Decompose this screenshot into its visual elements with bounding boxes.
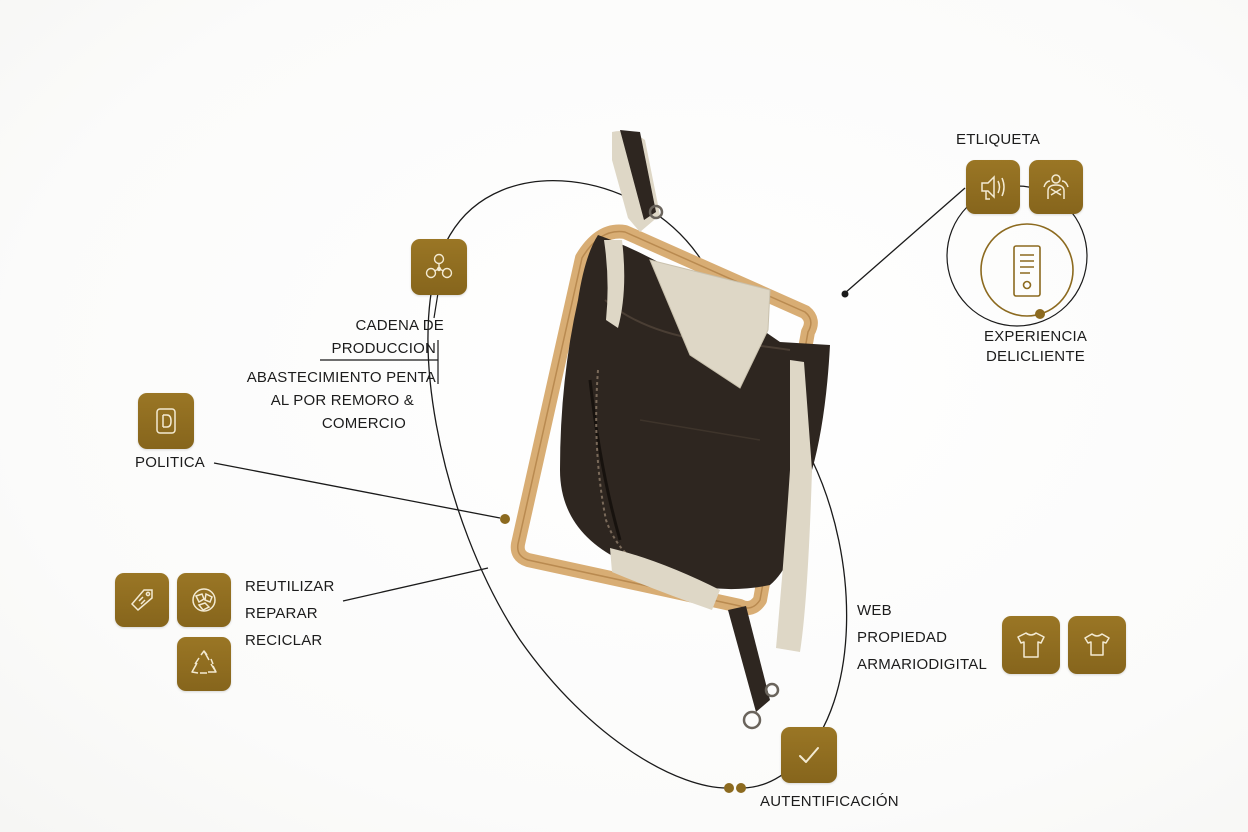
label-propiedad: PROPIEDAD (857, 629, 948, 646)
price-tag-tile[interactable] (115, 573, 169, 627)
supply-chain-tile (411, 239, 467, 295)
price-tag-icon (130, 589, 153, 612)
tshirt-tile[interactable] (1002, 616, 1060, 674)
label-politica: POLITICA (135, 454, 205, 471)
label-abastecimiento-line3: COMERCIO (321, 415, 406, 432)
label-reciclar: RECICLAR (245, 632, 323, 649)
label-autentificacion: AUTENTIFICACIÓN (760, 793, 899, 810)
repair-tile[interactable] (177, 573, 231, 627)
cadena-connector (433, 292, 439, 319)
recycle-icon (191, 650, 217, 674)
label-reutilizar: REUTILIZAR (245, 578, 335, 595)
label-armario: ARMARIODIGITAL (857, 656, 988, 673)
politica-dot (500, 514, 510, 524)
tshirt-icon (1017, 632, 1045, 658)
label-reuse-group: REUTILIZAR REPARAR RECICLAR (245, 573, 335, 654)
politica-connector (213, 462, 501, 519)
label-abastecimiento-line1: ABASTECIMIENTO PENTA (246, 369, 436, 386)
label-cadena: CADENA DE PRODUCCION (310, 314, 444, 360)
phone-tag-emblem (1010, 243, 1046, 299)
orbit-line-right (741, 459, 848, 789)
auth-dot-2 (736, 783, 746, 793)
speaker-nfc-icon (981, 175, 1005, 200)
bag-body (560, 235, 830, 590)
orbit-line (427, 180, 731, 789)
label-digital-group: WEB PROPIEDAD ARMARIODIGITAL (857, 597, 987, 678)
etiqueta-ring-dot (1035, 309, 1045, 319)
supply-chain-icon (425, 253, 453, 279)
bottom-felt (610, 548, 720, 610)
label-experiencia-line2: DELICLIENTE (986, 348, 1085, 365)
label-web: WEB (857, 602, 892, 619)
repair-puzzle-icon (192, 588, 216, 612)
etiqueta-connector (844, 187, 966, 294)
side-strap (776, 360, 812, 652)
customer-figure-icon (1043, 174, 1069, 199)
felt-flap (649, 259, 771, 389)
politica-tile (138, 393, 194, 449)
label-experiencia: EXPERIENCIA DELICLIENTE (984, 327, 1087, 367)
label-cadena-line2: PRODUCCION (331, 340, 436, 357)
phone-tag-icon (1013, 245, 1041, 297)
nfc-speaker-tile[interactable] (966, 160, 1020, 214)
etiqueta-dot (841, 290, 849, 298)
tshirt-alt-icon (1084, 633, 1110, 656)
id-document-icon (156, 408, 176, 434)
recycle-tile[interactable] (177, 637, 231, 691)
customer-tile[interactable] (1029, 160, 1083, 214)
auth-dot-1 (724, 783, 734, 793)
label-cadena-line1: CADENA DE (355, 317, 444, 334)
authentication-tile[interactable] (781, 727, 837, 783)
label-abastecimiento-line2: AL POR REMORO & (270, 392, 414, 409)
label-experiencia-line1: EXPERIENCIA (984, 328, 1088, 345)
label-abastecimiento: ABASTECIMIENTO PENTA AL POR REMORO & COM… (230, 366, 436, 435)
label-reparar: REPARAR (245, 605, 318, 622)
reuse-connector (342, 567, 489, 602)
label-etiqueta: ETLIQUETA (956, 131, 1041, 148)
checkmark-icon (799, 747, 819, 763)
tshirt-alt-tile[interactable] (1068, 616, 1126, 674)
etiqueta-inner-ring (980, 223, 1074, 317)
